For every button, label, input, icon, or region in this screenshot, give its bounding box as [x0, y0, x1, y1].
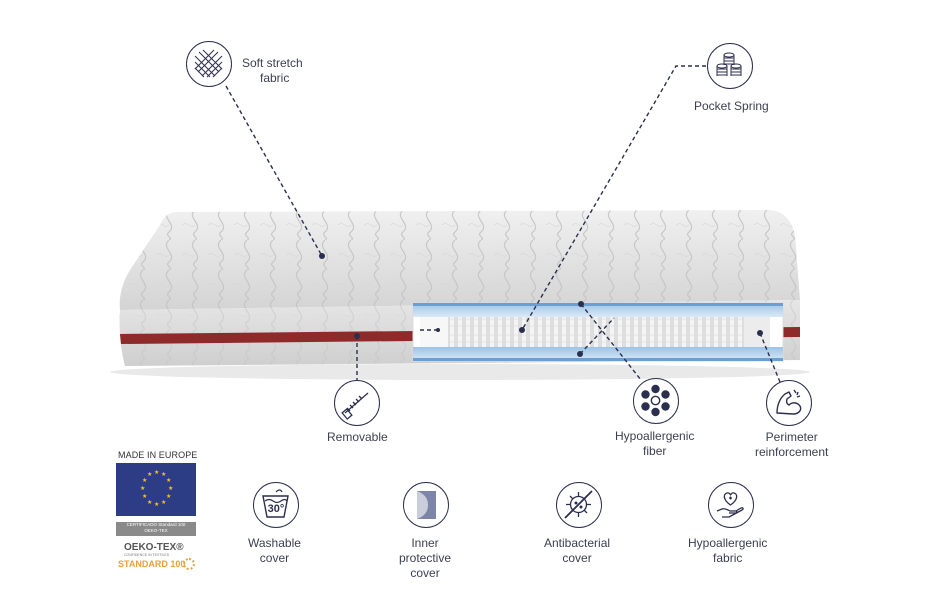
- svg-text:★: ★: [166, 493, 171, 500]
- antibacterial-label: Antibacterial cover: [544, 536, 611, 565]
- svg-text:★: ★: [142, 493, 147, 500]
- hypoallergenic-fiber-label: Hypoallergenic fiber: [615, 429, 695, 458]
- washable-label: Washable cover: [248, 536, 301, 565]
- sun-icon: [183, 558, 195, 570]
- perimeter-label: Perimeter reinforcement: [755, 430, 829, 459]
- svg-text:★: ★: [154, 501, 159, 508]
- zipper-icon: [334, 380, 380, 426]
- certificate-badge: CERTIFICADO Standard 100 OEKO-TEX: [116, 522, 196, 536]
- inner-cover-icon: [403, 482, 449, 528]
- springs-icon: [707, 43, 753, 89]
- eu-flag-icon: ★★★ ★★★ ★★★ ★★★: [116, 463, 196, 516]
- svg-text:★: ★: [147, 471, 152, 478]
- soft-stretch-label: Soft stretch fabric: [242, 56, 303, 85]
- fiber-icon: [633, 378, 679, 424]
- oeko-tex-label: OEKO-TEX®: [124, 542, 184, 553]
- removable-label: Removable: [327, 430, 388, 444]
- hypo-fabric-label: Hypoallergenic fabric: [688, 536, 768, 565]
- svg-text:★: ★: [140, 485, 145, 492]
- wash-30-icon: 30°: [253, 482, 299, 528]
- wash-temp-label: 30°: [267, 503, 285, 515]
- svg-text:★: ★: [168, 485, 173, 492]
- hand-heart-icon: [708, 482, 754, 528]
- svg-text:★: ★: [161, 499, 166, 506]
- standard-100-label: STANDARD 100: [118, 559, 186, 569]
- svg-text:★: ★: [154, 469, 159, 476]
- svg-text:★: ★: [161, 471, 166, 478]
- pocket-spring-label: Pocket Spring: [694, 99, 769, 113]
- fabric-mesh-icon: [186, 41, 232, 87]
- svg-text:★: ★: [142, 477, 147, 484]
- svg-text:★: ★: [166, 477, 171, 484]
- inner-cover-label: Inner protective cover: [399, 536, 452, 580]
- flexed-arm-icon: [766, 380, 812, 426]
- oeko-sub-label: CONFIDENCE IN TEXTILES: [124, 553, 170, 557]
- no-bacteria-icon: [556, 482, 602, 528]
- made-in-europe-label: MADE IN EUROPE: [118, 450, 198, 460]
- svg-text:★: ★: [147, 499, 152, 506]
